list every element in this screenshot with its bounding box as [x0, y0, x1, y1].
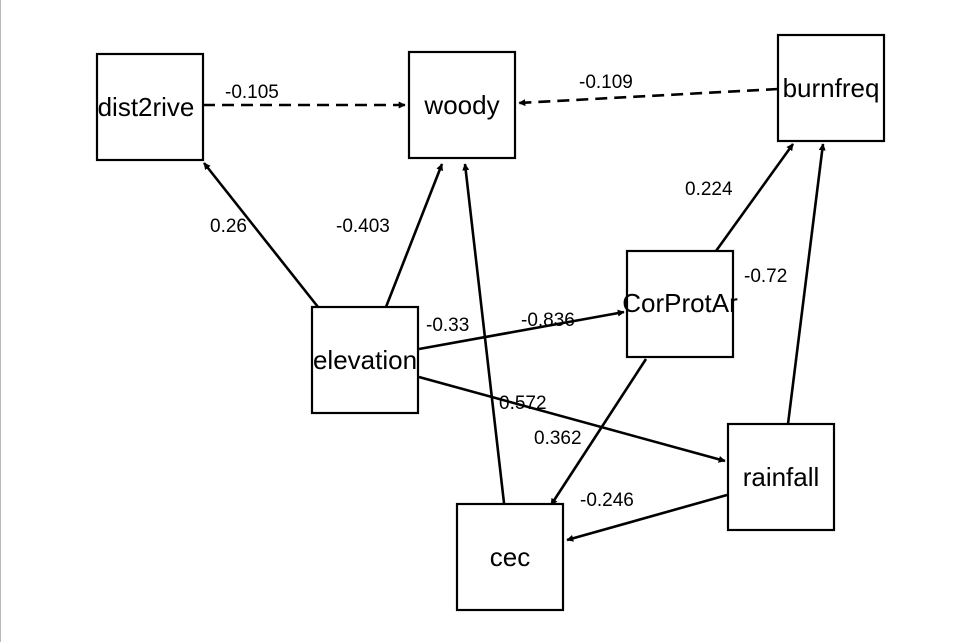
edge-elevation-corprotar: [418, 309, 625, 351]
edge-burnfreq-woody: [518, 87, 779, 107]
edge-corprotar-burnfreq: [714, 143, 795, 252]
coef-elevation-woody: -0.403: [336, 216, 390, 237]
edge-labels: -0.105 -0.109 0.26 -0.403 -0.33 -0.836 0…: [210, 72, 787, 511]
coef-elevation-dist2river: 0.26: [210, 216, 247, 237]
node-label-cec: cec: [490, 542, 530, 572]
coef-corprotar-burnfreq: 0.224: [685, 179, 733, 200]
node-corprotar: CorProtAr: [622, 249, 738, 359]
edge-elevation-woody: [384, 163, 444, 308]
coef-elevation-rainfall: 0.572: [499, 393, 547, 414]
node-dist2river: dist2rive: [95, 52, 205, 162]
edges: [202, 87, 826, 542]
coef-rainfall-cec: -0.246: [580, 490, 634, 511]
node-label-elevation: elevation: [313, 345, 417, 375]
edge-cec-woody: [462, 163, 506, 504]
node-label-dist2river: dist2rive: [98, 92, 195, 122]
edge-elevation-rainfall: [418, 375, 726, 463]
coef-burnfreq-woody: -0.109: [579, 72, 633, 93]
node-cec: cec: [455, 502, 565, 612]
coef-elevation-corprotar: -0.836: [521, 310, 575, 331]
edge-corprotar-cec: [549, 358, 648, 506]
node-elevation: elevation: [310, 305, 420, 415]
edge-rainfall-burnfreq: [786, 143, 826, 425]
edge-rainfall-cec: [566, 493, 728, 542]
nodes: dist2rive woody burnfreq elevation CorPr…: [95, 33, 886, 612]
node-label-rainfall: rainfall: [743, 462, 820, 492]
coef-corprotar-cec: 0.362: [534, 428, 582, 449]
node-woody: woody: [407, 50, 517, 160]
edge-elevation-dist2river: [202, 162, 320, 308]
node-label-corprotar: CorProtAr: [622, 288, 738, 318]
node-label-woody: woody: [423, 90, 499, 120]
coef-rainfall-burnfreq: -0.72: [744, 266, 787, 287]
node-burnfreq: burnfreq: [776, 33, 886, 143]
coef-dist2river-woody: -0.105: [225, 82, 279, 103]
node-label-burnfreq: burnfreq: [783, 73, 880, 103]
node-rainfall: rainfall: [726, 422, 836, 532]
coef-cec-woody: -0.33: [426, 315, 469, 336]
